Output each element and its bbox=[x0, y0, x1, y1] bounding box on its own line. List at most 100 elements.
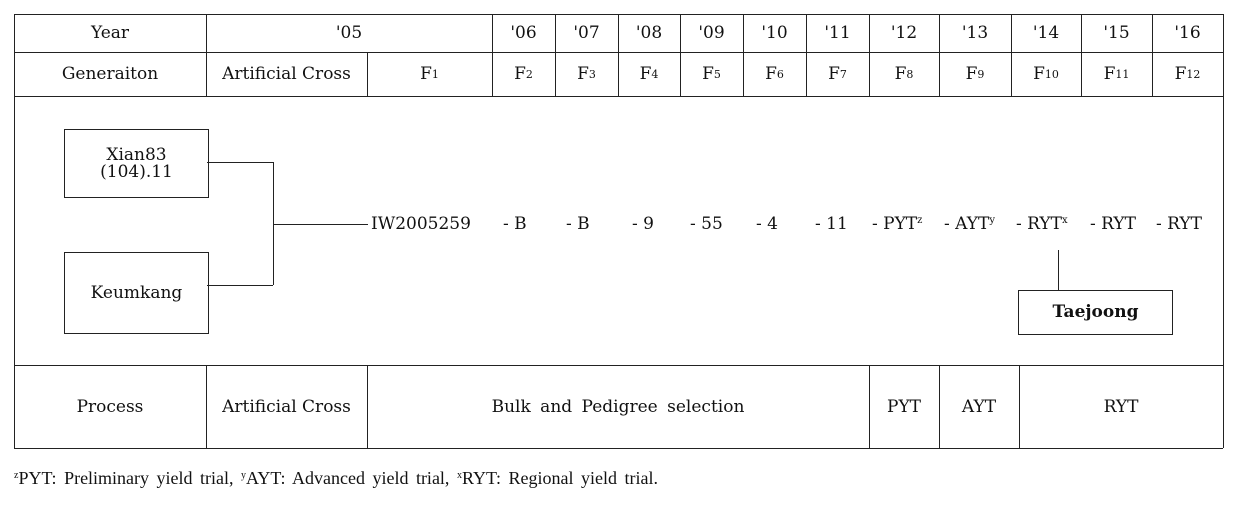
gen-sub: 10 bbox=[1044, 67, 1059, 81]
year-cell: '15 bbox=[1103, 23, 1130, 43]
gen-sub: 2 bbox=[525, 67, 533, 81]
col-divider bbox=[743, 14, 744, 96]
gen-letter: F bbox=[828, 64, 840, 84]
connector-line bbox=[273, 224, 368, 225]
col-divider bbox=[555, 14, 556, 96]
process-ayt: AYT bbox=[961, 396, 997, 417]
year-cell: '07 bbox=[573, 23, 600, 43]
col-divider bbox=[1152, 14, 1153, 96]
gen-sub: 4 bbox=[651, 67, 659, 81]
gen-letter: F bbox=[577, 64, 589, 84]
parent-box-keumkang: Keumkang bbox=[64, 252, 209, 334]
selection-step: - B bbox=[566, 214, 590, 234]
gen-sub: 3 bbox=[588, 67, 596, 81]
trial-step-ryt: - RYTx bbox=[1016, 214, 1068, 234]
trial-marker: y bbox=[989, 215, 995, 226]
year-cell: '11 bbox=[824, 23, 851, 43]
process-divider bbox=[869, 365, 870, 448]
trial-step-ayt: - AYTy bbox=[944, 214, 995, 234]
row-divider-2 bbox=[14, 96, 1223, 97]
trial-label: - PYT bbox=[872, 214, 918, 234]
footnote-marker: y bbox=[241, 470, 247, 481]
trial-step-ryt: - RYT bbox=[1090, 214, 1136, 234]
year-cell: '14 bbox=[1032, 23, 1060, 43]
process-bulk: Bulk and Pedigree selection bbox=[491, 396, 745, 417]
col-divider bbox=[492, 14, 493, 96]
cross-id: IW2005259 bbox=[371, 214, 471, 234]
gen-sub: 1 bbox=[431, 67, 439, 81]
gen-sub: 11 bbox=[1115, 67, 1130, 81]
table-border-right bbox=[1223, 14, 1224, 448]
variety-name: Taejoong bbox=[1052, 302, 1139, 322]
gen-letter: F bbox=[765, 64, 777, 84]
col-divider bbox=[206, 14, 207, 96]
footnote-text: PYT: Preliminary yield trial, bbox=[18, 468, 242, 488]
process-divider bbox=[939, 365, 940, 448]
year-cell: '08 bbox=[635, 23, 663, 43]
gen-letter: F bbox=[1174, 64, 1187, 84]
col-divider bbox=[806, 14, 807, 96]
process-header: Process bbox=[76, 396, 144, 417]
process-cross: Artificial Cross bbox=[222, 396, 351, 417]
variety-box-taejoong: Taejoong bbox=[1018, 290, 1173, 335]
connector-line bbox=[207, 285, 273, 286]
generation-cross-cell: Artificial Cross bbox=[222, 64, 351, 84]
col-divider bbox=[939, 14, 940, 96]
gen-sub: 12 bbox=[1186, 67, 1201, 81]
year-cell: '12 bbox=[890, 23, 918, 43]
parent2-name: Keumkang bbox=[90, 282, 183, 303]
footnote-text: AYT: Advanced yield trial, bbox=[246, 468, 457, 488]
gen-letter: F bbox=[702, 64, 714, 84]
footnote-marker: x bbox=[456, 470, 462, 481]
parent1-suffix: (104).11 bbox=[100, 161, 173, 182]
year-cell: '13 bbox=[961, 23, 989, 43]
selection-step: - B bbox=[503, 214, 527, 234]
table-border-bottom bbox=[14, 448, 1223, 449]
trial-step-pyt: - PYTz bbox=[872, 214, 922, 234]
generation-header: Generaiton bbox=[61, 64, 159, 84]
gen-letter: F bbox=[965, 64, 978, 84]
gen-letter: F bbox=[639, 64, 652, 84]
gen-letter: F bbox=[514, 64, 526, 84]
gen-letter: F bbox=[894, 64, 907, 84]
year-cell: '10 bbox=[761, 23, 788, 43]
selection-step: - 11 bbox=[815, 214, 848, 234]
col-divider bbox=[1081, 14, 1082, 96]
trial-label: - RYT bbox=[1016, 214, 1062, 234]
parent1-name: Xian83 bbox=[106, 144, 167, 165]
selection-step: - 55 bbox=[690, 214, 723, 234]
year-cell: '05 bbox=[335, 23, 363, 43]
year-header: Year bbox=[90, 23, 130, 43]
trial-step-ryt: - RYT bbox=[1156, 214, 1202, 234]
footnote-marker: z bbox=[14, 470, 19, 481]
trial-label: - RYT bbox=[1156, 214, 1202, 234]
process-pyt: PYT bbox=[887, 396, 921, 417]
process-divider bbox=[206, 365, 207, 448]
gen-sub: 8 bbox=[906, 67, 914, 81]
gen-sub: 5 bbox=[713, 67, 721, 81]
process-divider bbox=[367, 365, 368, 448]
col-divider bbox=[618, 14, 619, 96]
footnote-text: RYT: Regional yield trial. bbox=[461, 468, 659, 488]
selection-step: - 9 bbox=[632, 214, 654, 234]
trial-marker: x bbox=[1062, 215, 1068, 226]
year-cell: '06 bbox=[510, 23, 537, 43]
col-divider bbox=[1011, 14, 1012, 96]
process-ryt: RYT bbox=[1103, 396, 1139, 417]
selection-step: - 4 bbox=[756, 214, 778, 234]
row-divider-3 bbox=[14, 365, 1223, 366]
col-divider bbox=[367, 52, 368, 96]
parent-box-xian83: Xian83 (104).11 bbox=[64, 129, 209, 198]
